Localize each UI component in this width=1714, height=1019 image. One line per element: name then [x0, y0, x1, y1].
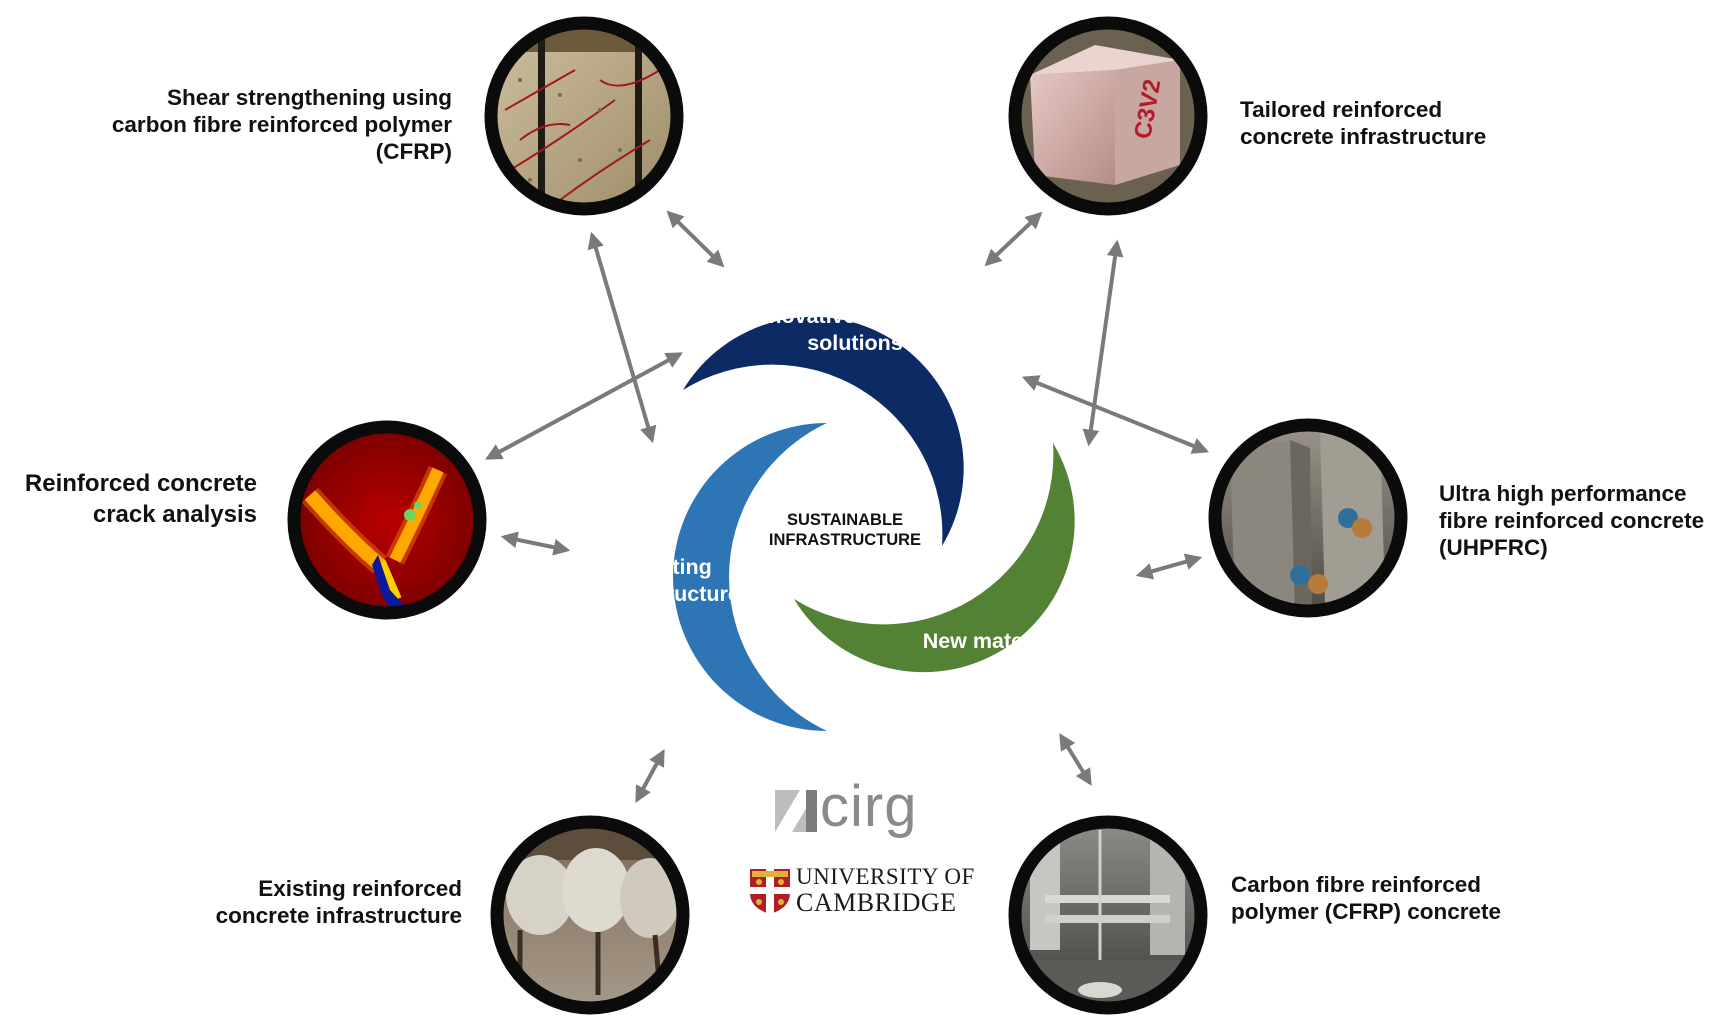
arrow-shear-to-innovative [666, 210, 725, 268]
label-uhpfrc-line1: Ultra high performance [1439, 481, 1687, 506]
segment-existing-shape [673, 423, 827, 731]
cambridge-shield-icon [750, 869, 790, 914]
segment-existing-label: Existing Infrastructure [580, 554, 760, 608]
crack-analysis-ring [287, 420, 487, 620]
segment-innovative-shape [683, 316, 964, 546]
label-existing-rc-line2: concrete infrastructure [215, 903, 462, 928]
label-existing-rc: Existing reinforced concrete infrastruct… [150, 875, 462, 929]
tailored-concrete-ring [1008, 16, 1208, 216]
segment-innovative-label: Innovative structural solutions [720, 303, 990, 357]
university-line2: CAMBRIDGE [796, 888, 957, 917]
center-title: SUSTAINABLE INFRASTRUCTURE [745, 510, 945, 550]
segment-innovative-line1: Innovative structural [749, 304, 961, 328]
arrow-existing-rc-to-existing [635, 749, 665, 803]
label-tailored-line2: concrete infrastructure [1240, 124, 1487, 149]
label-cfrp-concrete-line1: Carbon fibre reinforced [1231, 872, 1482, 897]
label-shear-line3: (CFRP) [375, 139, 452, 164]
arrow-crack-to-existing [500, 531, 571, 556]
label-crack-line2: crack analysis [92, 501, 257, 528]
label-uhpfrc-line2: fibre reinforced concrete [1439, 508, 1705, 533]
arrow-uhpfrc-to-new-materials [1135, 553, 1203, 580]
label-crack-line1: Reinforced concrete [24, 470, 257, 497]
existing-rc-ring [490, 815, 690, 1015]
shear-strengthening-ring [484, 16, 684, 216]
label-tailored-line1: Tailored reinforced [1240, 97, 1443, 122]
label-shear-strengthening: Shear strengthening using carbon fibre r… [60, 84, 452, 165]
arrow-crack-to-innovative [485, 352, 683, 460]
arrow-tailored-to-innovative [984, 211, 1043, 267]
cirg-logo-text: cirg [820, 774, 918, 839]
segment-new-materials-label: New materials [880, 628, 1110, 655]
center-title-line1: SUSTAINABLE [786, 511, 904, 529]
segment-new-materials-line1: New materials [922, 629, 1068, 653]
segment-new-materials-shape [794, 443, 1075, 673]
label-shear-line1: Shear strengthening using [166, 85, 452, 110]
university-of-cambridge-logo: UNIVERSITY OF CAMBRIDGE [796, 865, 975, 917]
label-uhpfrc: Ultra high performance fibre reinforced … [1439, 480, 1714, 561]
university-line1: UNIVERSITY OF [796, 864, 975, 889]
arrow-shear-to-existing [587, 231, 657, 444]
cfrp-concrete-ring [1008, 815, 1208, 1015]
cirg-logo-mark [775, 790, 817, 832]
label-shear-line2: carbon fibre reinforced polymer [111, 112, 452, 137]
label-cfrp-concrete-line2: polymer (CFRP) concrete [1231, 899, 1502, 924]
segment-innovative-line2: solutions [807, 331, 903, 355]
uhpfrc-ring [1208, 418, 1408, 618]
label-crack-analysis: Reinforced concrete crack analysis [0, 468, 257, 530]
arrow-cfrp-concrete-to-new-materials [1059, 733, 1092, 786]
center-title-line2: INFRASTRUCTURE [768, 531, 922, 549]
label-tailored-concrete: Tailored reinforced concrete infrastruct… [1240, 96, 1540, 150]
arrow-uhpfrc-to-innovative [1021, 375, 1210, 454]
label-uhpfrc-line3: (UHPFRC) [1439, 535, 1548, 560]
label-existing-rc-line1: Existing reinforced [258, 876, 462, 901]
segment-existing-line1: Existing [628, 555, 712, 579]
label-cfrp-concrete: Carbon fibre reinforced polymer (CFRP) c… [1231, 871, 1531, 925]
segment-existing-line2: Infrastructure [600, 582, 740, 606]
